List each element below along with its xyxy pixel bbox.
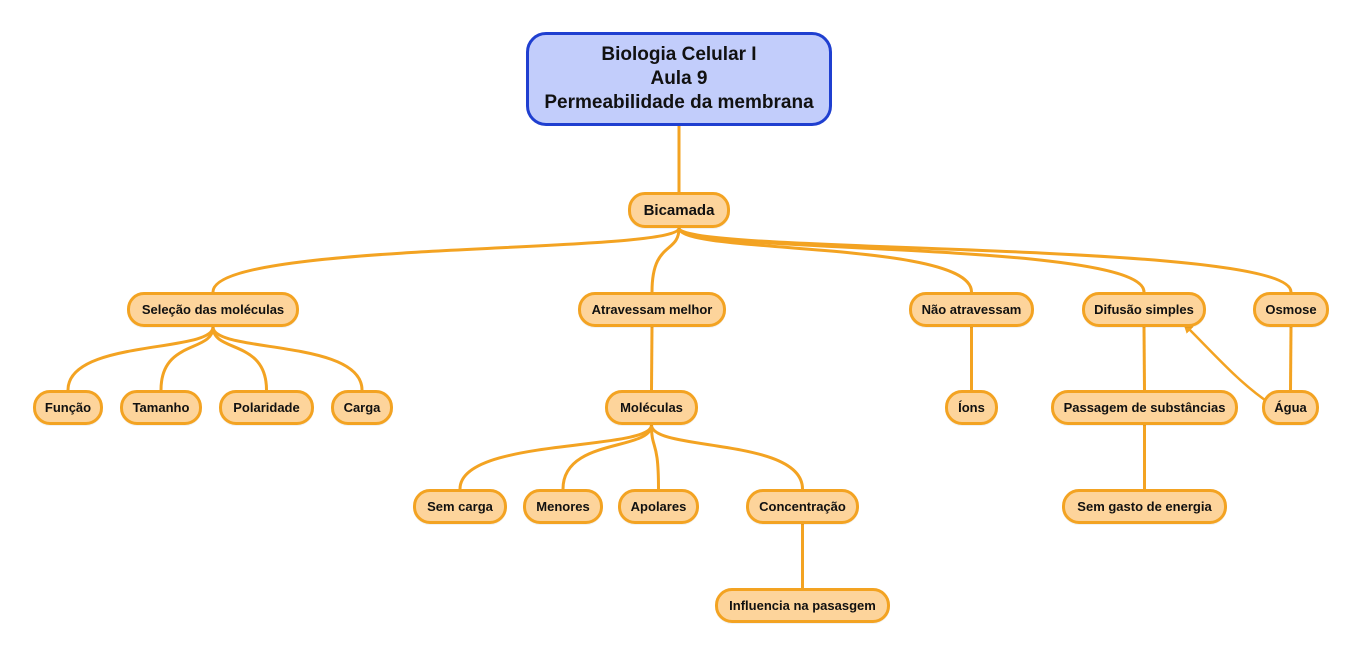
link-osmose-to-agua (1289, 326, 1293, 391)
root-title-line-3: Permeabilidade da membrana (544, 92, 814, 113)
link-arrow-agua-to-difusao (1183, 323, 1271, 405)
node-influencia-na-passagem[interactable]: Influencia na pasasgem (715, 588, 890, 623)
node-sem-carga[interactable]: Sem carga (413, 489, 507, 524)
link-moleculas-to-menores (561, 424, 653, 490)
node-passagem-de-substancias[interactable]: Passagem de substâncias (1051, 390, 1238, 425)
node-osmose[interactable]: Osmose (1253, 292, 1329, 327)
link-moleculas-to-sem_carga (458, 424, 653, 490)
link-bicamada-to-atravessam (650, 227, 681, 293)
node-tamanho[interactable]: Tamanho (120, 390, 202, 425)
node-bicamada[interactable]: Bicamada (628, 192, 730, 228)
node-selecao-das-moleculas[interactable]: Seleção das moléculas (127, 292, 299, 327)
link-selecao-to-tamanho (159, 326, 215, 391)
link-atravessam-to-moleculas (650, 326, 654, 391)
node-nao-atravessam[interactable]: Não atravessam (909, 292, 1034, 327)
link-selecao-to-carga (211, 326, 364, 391)
node-menores[interactable]: Menores (523, 489, 603, 524)
link-selecao-to-funcao (66, 326, 215, 391)
link-selecao-to-polaridade (211, 326, 268, 391)
root-title-line-2: Aula 9 (650, 68, 708, 89)
node-concentracao[interactable]: Concentração (746, 489, 859, 524)
node-agua[interactable]: Água (1262, 390, 1319, 425)
node-moleculas[interactable]: Moléculas (605, 390, 698, 425)
link-difusao-to-passagem (1142, 326, 1146, 391)
node-ions[interactable]: Íons (945, 390, 998, 425)
link-bicamada-to-selecao (211, 226, 681, 293)
node-polaridade[interactable]: Polaridade (219, 390, 314, 425)
root-topic-node[interactable]: Biologia Celular I Aula 9 Permeabilidade… (526, 32, 832, 126)
link-moleculas-to-concentracao (650, 424, 804, 490)
node-funcao[interactable]: Função (33, 390, 103, 425)
link-bicamada-to-osmose (677, 226, 1293, 293)
node-atravessam-melhor[interactable]: Atravessam melhor (578, 292, 726, 327)
link-moleculas-to-apolares (650, 424, 660, 490)
node-difusao-simples[interactable]: Difusão simples (1082, 292, 1206, 327)
root-title-line-1: Biologia Celular I (601, 44, 757, 65)
node-sem-gasto-de-energia[interactable]: Sem gasto de energia (1062, 489, 1227, 524)
node-apolares[interactable]: Apolares (618, 489, 699, 524)
node-carga[interactable]: Carga (331, 390, 393, 425)
